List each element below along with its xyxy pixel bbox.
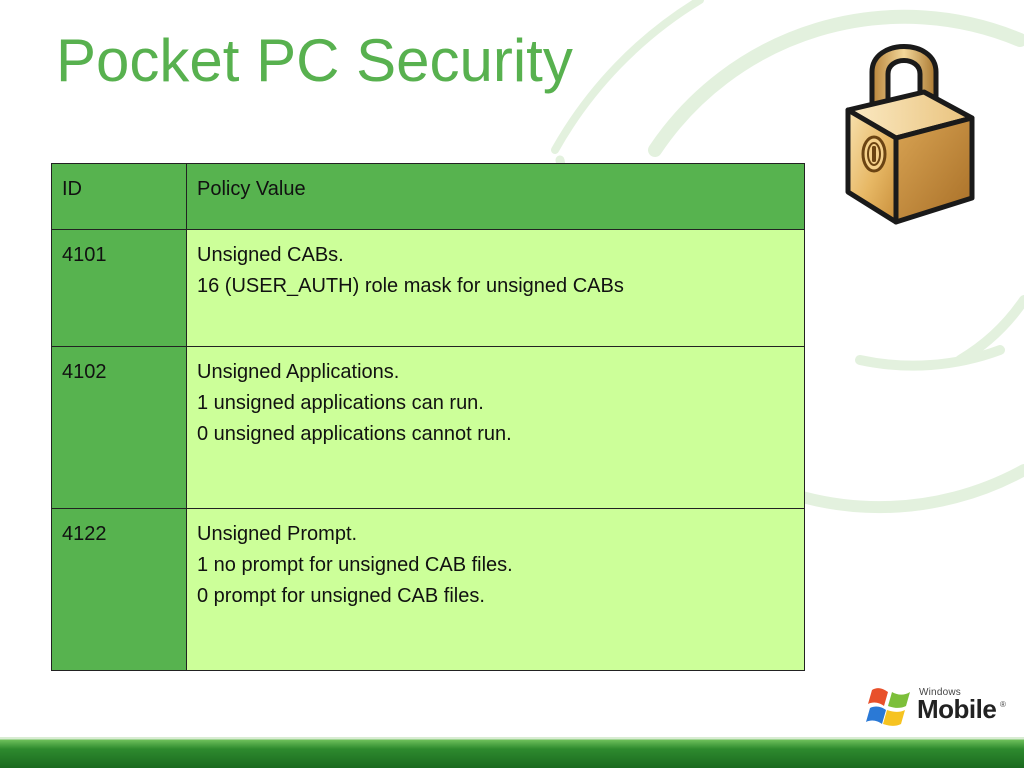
footer-bar xyxy=(0,737,1024,768)
windows-mobile-logo: Windows Mobile ® xyxy=(866,684,1016,730)
logo-windows-text: Windows xyxy=(919,687,961,698)
table-row: 4122 Unsigned Prompt. 1 no prompt for un… xyxy=(51,508,805,671)
policy-value-line: 0 unsigned applications cannot run. xyxy=(197,423,512,445)
registered-mark: ® xyxy=(1000,700,1006,709)
policy-id-cell: 4122 xyxy=(51,508,187,671)
policy-value-cell: Unsigned Prompt. 1 no prompt for unsigne… xyxy=(186,508,805,671)
policy-value-line: 1 unsigned applications can run. xyxy=(197,392,484,414)
windows-flag-icon xyxy=(866,688,910,726)
policy-value-cell: Unsigned Applications. 1 unsigned applic… xyxy=(186,346,805,509)
policy-value-line: 1 no prompt for unsigned CAB files. xyxy=(197,554,513,576)
table-row: 4101 Unsigned CABs. 16 (USER_AUTH) role … xyxy=(51,229,805,347)
policy-value-line: 16 (USER_AUTH) role mask for unsigned CA… xyxy=(197,275,624,297)
policy-value-line: Unsigned CABs. xyxy=(197,244,344,266)
policy-table: ID Policy Value 4101 Unsigned CABs. 16 (… xyxy=(51,163,805,671)
table-header-row: ID Policy Value xyxy=(51,163,805,230)
policy-id-cell: 4101 xyxy=(51,229,187,347)
policy-value-line: 0 prompt for unsigned CAB files. xyxy=(197,585,485,607)
logo-mobile-text: Mobile xyxy=(917,694,997,724)
policy-id-cell: 4102 xyxy=(51,346,187,509)
policy-value-cell: Unsigned CABs. 16 (USER_AUTH) role mask … xyxy=(186,229,805,347)
padlock-icon xyxy=(845,44,975,225)
policy-value-line: Unsigned Applications. xyxy=(197,361,400,383)
table-row: 4102 Unsigned Applications. 1 unsigned a… xyxy=(51,346,805,509)
policy-value-line: Unsigned Prompt. xyxy=(197,523,358,545)
column-header-policy-value: Policy Value xyxy=(186,163,805,230)
page-title: Pocket PC Security xyxy=(56,27,573,94)
column-header-id: ID xyxy=(51,163,187,230)
